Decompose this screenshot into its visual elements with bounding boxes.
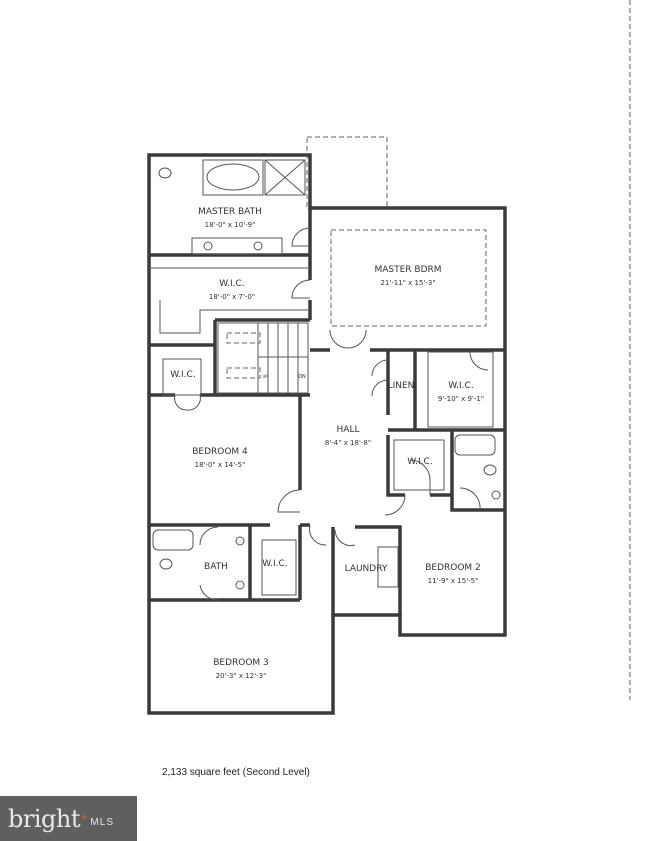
room-dims-wic-right: 9'-10" x 9'-1" (438, 395, 484, 403)
bright-mls-logo: bright+ MLS (0, 796, 137, 841)
room-name-bedroom-3: BEDROOM 3 (213, 658, 269, 668)
square-footage-caption: 2,133 square feet (Second Level) (162, 767, 310, 778)
bathtub-icon (206, 163, 260, 191)
exterior-walls (147, 153, 507, 715)
room-name-master-bath: MASTER BATH (198, 207, 262, 217)
room-dims-bedroom-4: 18'-0" x 14'-5" (195, 461, 246, 469)
room-name-linen: LINEN (388, 381, 415, 391)
sink-icon (203, 241, 213, 251)
bathtub-icon (152, 529, 194, 551)
room-dims-hall: 8'-4" x 18'-8" (325, 439, 371, 447)
shower-icon (264, 159, 306, 196)
room-dims-bedroom-2: 11'-9" x 15'-5" (428, 577, 479, 585)
room-dims-wic-master: 18'-0" x 7'-0" (209, 293, 255, 301)
room-name-bath: BATH (204, 562, 228, 572)
logo-brand: bright (8, 804, 80, 833)
sink-icon (235, 580, 245, 590)
room-name-wic-bed3: W.I.C. (262, 559, 287, 569)
interior-walls (149, 208, 505, 615)
room-dims-master-bath: 18'-0" x 10'-9" (205, 221, 256, 229)
doors (174, 227, 489, 601)
toilet-icon (483, 464, 497, 476)
stairs-up-label: UP (262, 374, 268, 379)
sink-icon (491, 490, 501, 500)
room-name-wic-master: W.I.C. (219, 279, 244, 289)
logo-suffix: MLS (90, 817, 114, 828)
sink-icon (235, 536, 245, 546)
staircase: UP DN (217, 322, 309, 394)
room-name-laundry: LAUNDRY (345, 564, 388, 574)
logo-plus-icon: + (80, 812, 88, 824)
room-dims-bedroom-3: 20'-3" x 12'-3" (216, 672, 267, 680)
room-dims-master-bdrm: 21'-11" x 15'-3" (380, 279, 435, 287)
toilet-icon (159, 558, 173, 570)
fixtures (149, 159, 501, 596)
room-name-hall: HALL (337, 425, 360, 435)
bathtub-icon (454, 434, 496, 456)
room-name-wic-bed2: W.I.C. (407, 457, 432, 467)
toilet-icon (158, 167, 172, 179)
room-name-wic-right: W.I.C. (448, 381, 473, 391)
room-name-master-bdrm: MASTER BDRM (374, 265, 441, 275)
balcony-outline (306, 136, 388, 209)
room-name-wic-left: W.I.C. (170, 370, 195, 380)
stairs-down-label: DN (298, 374, 306, 380)
room-name-bedroom-4: BEDROOM 4 (192, 447, 248, 457)
master-bdrm-ceiling-outline (330, 229, 487, 327)
room-name-bedroom-2: BEDROOM 2 (425, 563, 481, 573)
sink-icon (253, 241, 263, 251)
